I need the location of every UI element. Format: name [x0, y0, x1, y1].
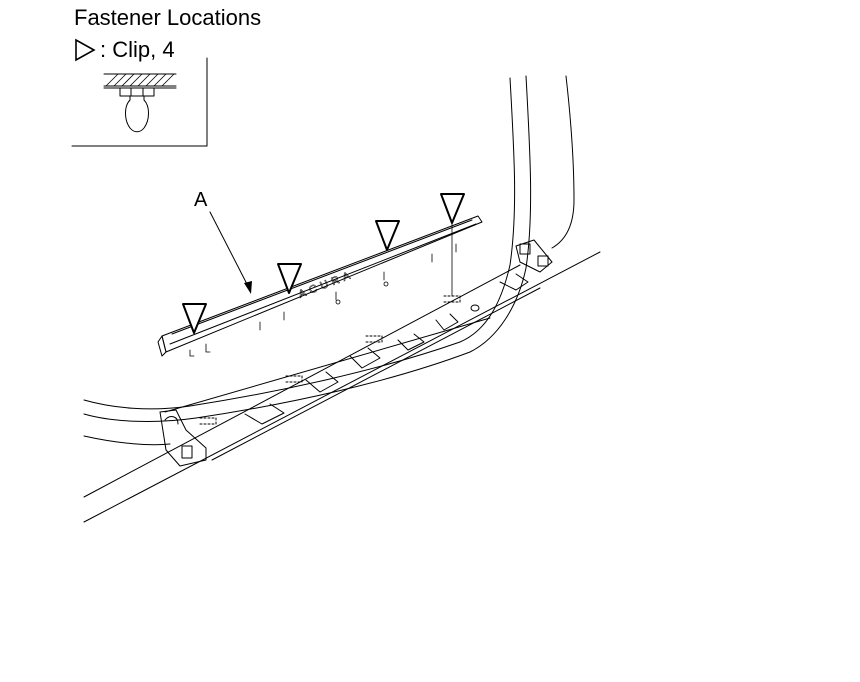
clip-detail-icon	[71, 57, 208, 147]
legend-text: : Clip, 4	[100, 37, 175, 62]
sill-trim-strip-part-a: ACURA	[157, 215, 483, 357]
callout-label-a: A	[194, 189, 208, 211]
clip-marker-icon	[75, 38, 96, 62]
legend: : Clip, 4	[74, 37, 175, 63]
door-opening-outline	[83, 75, 601, 523]
clip-marker-2	[277, 263, 302, 294]
diagram-title: Fastener Locations	[74, 5, 262, 30]
clip-marker-3	[375, 220, 400, 251]
sill-clip-holes	[199, 295, 461, 425]
clip-markers	[182, 193, 465, 334]
clip-marker-1	[182, 303, 207, 334]
sill-tabs	[244, 273, 529, 425]
clip-marker-4	[440, 193, 465, 224]
corner-brackets	[159, 239, 553, 467]
callout-a-leader	[209, 211, 251, 291]
